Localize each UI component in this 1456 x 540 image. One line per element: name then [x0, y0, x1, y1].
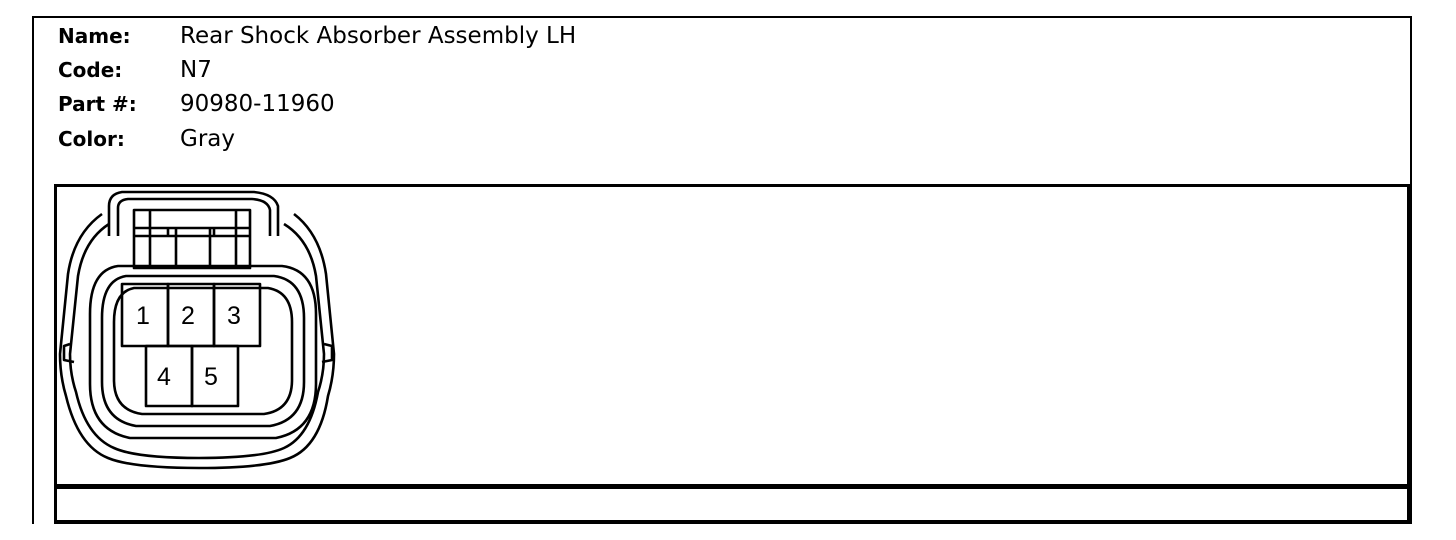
name-label: Name: [58, 24, 131, 48]
part-number-label: Part #: [58, 92, 137, 116]
pin-label-2: 2 [181, 302, 195, 330]
latch-inner [116, 197, 272, 236]
connector-code: N7 [180, 57, 212, 83]
tab-left [62, 342, 75, 364]
housing-ring-3 [112, 286, 294, 416]
color-label: Color: [58, 127, 125, 151]
connector-color: Gray [180, 126, 235, 152]
footer-frame [54, 486, 1410, 524]
pin-label-3: 3 [227, 302, 241, 330]
latch-outer [107, 190, 280, 236]
tab-right [321, 342, 334, 364]
housing-outer [58, 212, 336, 470]
pin-label-1: 1 [136, 302, 150, 330]
housing-ring-2 [100, 274, 306, 428]
latch-lock [132, 208, 252, 270]
part-number: 90980-11960 [180, 91, 335, 117]
code-label: Code: [58, 58, 123, 82]
housing-ring-1 [88, 264, 318, 440]
pin-label-4: 4 [157, 363, 171, 391]
pin-cavity-5 [190, 344, 240, 408]
connector-face-diagram: 1 2 3 4 5 [58, 190, 336, 470]
housing-outer-2 [68, 222, 326, 460]
connector-name: Rear Shock Absorber Assembly LH [180, 23, 577, 49]
page-frame [32, 16, 1412, 524]
pin-label-5: 5 [204, 363, 218, 391]
